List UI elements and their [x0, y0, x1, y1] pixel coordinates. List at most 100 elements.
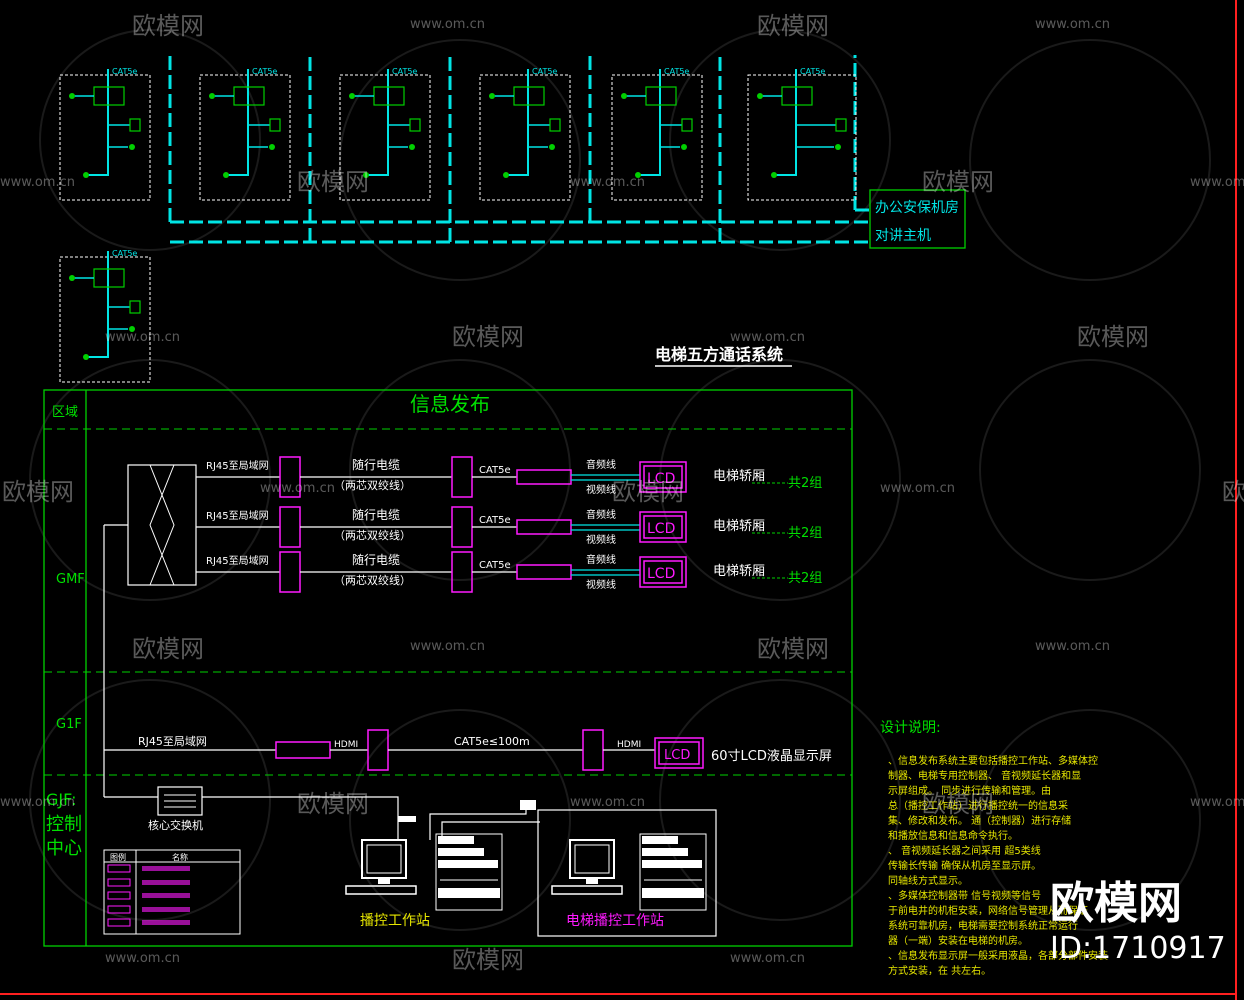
elevator-unit-frame [339, 74, 431, 201]
watermark-brand: 欧模网 [612, 478, 684, 506]
twisted-pair-label: （两芯双绞线） [334, 478, 411, 492]
audio-line-label: 音频线 [586, 458, 616, 471]
intercom-host-line1: 办公安保机房 [875, 200, 959, 216]
elevator-car-label: 电梯轿厢 [713, 564, 765, 579]
watermark-brand: 欧模网 [297, 168, 369, 196]
rj45-label: RJ45至局域网 [206, 509, 269, 522]
workstation-2-label: 电梯播控工作站 [566, 913, 664, 929]
roof-phone-icon [771, 172, 777, 178]
watermarks: 欧模网欧模网欧模网欧模网欧模网欧模网欧模网欧模网欧模网欧模网欧模网欧模网欧模网欧… [0, 12, 1244, 974]
watermark-url: www.om.cn [0, 175, 75, 190]
elevator-car-label: 电梯轿厢 [713, 469, 765, 484]
video-line-label: 视频线 [586, 578, 616, 591]
cat5e-label: CAT5e [479, 515, 511, 526]
trailing-cable-label: 随行电缆 [352, 552, 400, 567]
elevator-unit: CAT5e [59, 249, 151, 383]
elevator-controller [279, 551, 301, 593]
watermark-brand: 欧模网 [757, 635, 829, 663]
pit-phone-icon [549, 144, 555, 150]
roof-phone-icon [363, 172, 369, 178]
note-line: 和播放信息和信息命令执行。 [888, 829, 1018, 842]
g1f-lcd [654, 737, 704, 769]
watermark-url: www.om.cn [1035, 639, 1110, 654]
elevator-unit-frame [199, 74, 291, 201]
elevator-unit: CAT5e [611, 67, 703, 201]
speaker-icon [757, 93, 763, 99]
roof-phone-icon [83, 172, 89, 178]
watermark-circles [29, 29, 1211, 931]
watermark-url: www.om.cn [0, 795, 75, 810]
watermark-url: www.om.cn [570, 175, 645, 190]
notes-title: 设计说明: [880, 720, 941, 736]
legend-header-name: 名称 [172, 852, 188, 862]
speaker-icon [621, 93, 627, 99]
elevator-unit-frame [611, 74, 703, 201]
watermark-brand: 欧模网 [922, 790, 994, 818]
note-line: 、信息发布显示屏一般采用液晶，各部分部件安装 [888, 949, 1108, 962]
phone-icon [269, 118, 281, 132]
g1f-hdmi-label-1: HDMI [334, 740, 358, 750]
zone-gjf: GJF: [46, 790, 76, 809]
g1f-extender-2 [582, 729, 604, 771]
group-count-label: 共2组 [788, 571, 822, 586]
note-line: 方式安装，在 共左右。 [888, 964, 991, 977]
elevator-unit: CAT5e [59, 67, 151, 201]
cat5e-label: CAT5e [479, 465, 511, 476]
roof-phone-icon [223, 172, 229, 178]
g1f-row: RJ45至局域网 HDMI CAT5e≤100m HDMI LCD 60寸LCD… [104, 729, 832, 771]
cat5e-label: CAT5e [479, 560, 511, 571]
core-switch [157, 786, 203, 816]
g1f-controller [275, 741, 331, 759]
note-line: 系统可靠机房，电梯需要控制系统正常运行 [888, 919, 1078, 932]
note-line: 同轴线方式显示。 [888, 874, 968, 887]
phone-icon [129, 118, 141, 132]
watermark-url: www.om.cn [410, 17, 485, 32]
design-notes: 设计说明: 、信息发布系统主要包括播控工作站、多媒体控制器、电梯专用控制器、 音… [880, 720, 1108, 977]
cable-label: CAT5e [252, 67, 277, 76]
elevator-unit: CAT5e [339, 67, 431, 201]
elevator-unit-frame [479, 74, 571, 201]
audio-line-label: 音频线 [586, 508, 616, 521]
rj45-label: RJ45至局域网 [206, 459, 269, 472]
car-controller [451, 456, 473, 498]
watermark-url: www.om.cn [105, 330, 180, 345]
audio-line-label: 音频线 [586, 553, 616, 566]
note-line: 总（播控工作站）进行播控统一的信息采 [888, 799, 1068, 812]
cable-label: CAT5e [800, 67, 825, 76]
zone-gmf: GMF [56, 572, 85, 587]
info-frame [43, 389, 853, 947]
watermark-url: www.om.cn [570, 795, 645, 810]
note-line: 示屏组成。 同步进行传输和管理。由 [888, 784, 1051, 797]
watermark-brand: 欧模网 [132, 635, 204, 663]
legend-name [142, 893, 190, 898]
video-line-label: 视频线 [586, 533, 616, 546]
car-lcd [639, 461, 687, 493]
group-count-label: 共2组 [788, 526, 822, 541]
car-lcd-label: LCD [647, 471, 675, 487]
cable-label: CAT5e [532, 67, 557, 76]
phone-icon [129, 300, 141, 314]
legend-name [142, 866, 190, 871]
note-line: 传输长传输 确保从机房至显示屏。 [888, 859, 1041, 872]
info-release-section: 信息发布 区域 GMF G1F GJF: 控制 中心 RJ45至局域网随行电缆（… [43, 389, 853, 947]
g1f-display-label: 60寸LCD液晶显示屏 [711, 749, 832, 764]
note-line: 、多媒体控制器带 信号视频等信号 [888, 889, 1041, 902]
twisted-pair-label: （两芯双绞线） [334, 573, 411, 587]
note-line: 器（一端）安装在电梯的机房。 [888, 934, 1028, 947]
watermark-brand: 欧模网 [2, 478, 74, 506]
legend-table: 图例 名称 [103, 849, 241, 935]
elevator-unit: CAT5e [747, 67, 857, 201]
g1f-cat-label: CAT5e≤100m [454, 735, 530, 748]
core-switch-label: 核心交换机 [148, 818, 203, 832]
cable-label: CAT5e [664, 67, 689, 76]
workstation-2-frame [537, 809, 717, 937]
speaker-icon [209, 93, 215, 99]
pit-phone-icon [129, 144, 135, 150]
phone-icon [409, 118, 421, 132]
watermark-brand: 欧模网 [132, 12, 204, 40]
zone-control-2: 中心 [46, 838, 82, 859]
watermark-url: www.om.cn [1190, 175, 1244, 190]
